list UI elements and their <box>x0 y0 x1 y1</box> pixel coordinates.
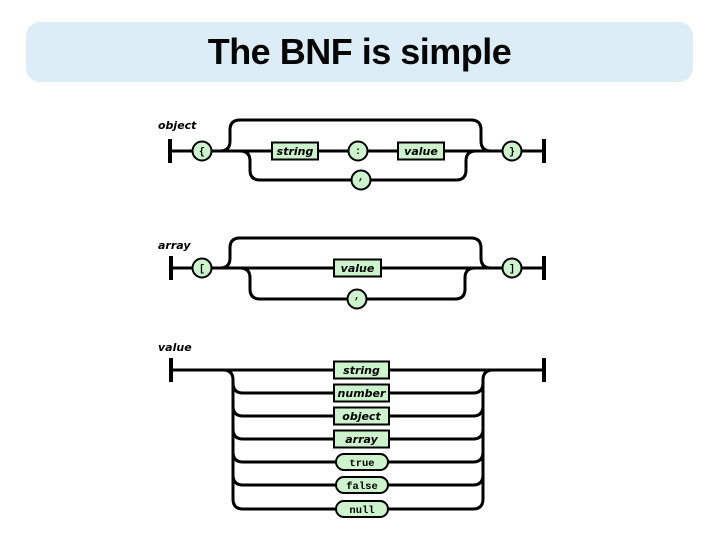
right-merge-corner <box>472 428 485 441</box>
value-nonterminal-box <box>333 258 382 278</box>
open-brace-terminal <box>191 140 213 162</box>
left-branch-corner <box>231 405 244 418</box>
object-railroad-diagram: object { string : value , } <box>158 118 546 191</box>
empty-array-bypass-rail <box>219 236 492 270</box>
empty-object-bypass-rail <box>219 118 492 153</box>
right-merge-corner <box>472 451 485 464</box>
comma-terminal <box>350 169 372 191</box>
value-nonterminal-text: value <box>404 145 438 158</box>
close-brace-text: } <box>509 147 515 159</box>
left-branch-rail <box>222 368 244 511</box>
left-branch-corner <box>231 474 244 487</box>
right-merge-corner <box>472 405 485 418</box>
object-nonterminal-text: object <box>342 410 381 423</box>
value-nonterminal-text: value <box>341 262 375 275</box>
object-nonterminal-box <box>333 406 390 426</box>
true-terminal-text: true <box>349 458 374 470</box>
null-terminal-pill <box>335 500 389 518</box>
close-bracket-terminal <box>501 257 523 279</box>
open-bracket-text: [ <box>199 264 205 276</box>
string-nonterminal-text: string <box>277 145 314 158</box>
right-merge-rail <box>472 368 494 511</box>
false-terminal-pill <box>335 476 389 494</box>
colon-terminal <box>347 140 369 162</box>
null-terminal-text: null <box>349 505 374 517</box>
close-brace-terminal <box>501 140 523 162</box>
left-branch-corner <box>231 428 244 441</box>
array-nonterminal-text: array <box>345 433 378 446</box>
false-terminal-text: false <box>346 481 378 493</box>
object-rule-label: object <box>158 119 197 132</box>
value-nonterminal-box <box>397 141 445 161</box>
array-railroad-diagram: array [ value , ] <box>158 236 546 310</box>
comma-text: , <box>354 292 360 303</box>
comma-terminal <box>346 288 368 310</box>
title-bar: The BNF is simple <box>26 22 693 82</box>
array-nonterminal-box <box>333 429 390 449</box>
open-brace-text: { <box>199 147 205 159</box>
right-merge-corner <box>472 382 485 395</box>
open-bracket-terminal <box>191 257 213 279</box>
number-nonterminal-box <box>333 383 390 403</box>
comma-text: , <box>358 173 364 184</box>
string-nonterminal-box <box>333 360 390 380</box>
left-branch-corner <box>231 382 244 395</box>
page-title: The BNF is simple <box>207 31 512 72</box>
close-bracket-text: ] <box>509 264 515 276</box>
string-nonterminal-text: string <box>343 364 380 377</box>
number-nonterminal-text: number <box>338 387 386 400</box>
true-terminal-pill <box>335 453 389 471</box>
colon-text: : <box>355 147 361 158</box>
string-nonterminal-box <box>271 141 319 161</box>
right-merge-corner <box>472 474 485 487</box>
left-branch-corner <box>231 451 244 464</box>
array-rule-label: array <box>158 239 191 252</box>
value-railroad-diagram: value string number object array <box>158 341 546 518</box>
value-rule-label: value <box>158 341 192 354</box>
